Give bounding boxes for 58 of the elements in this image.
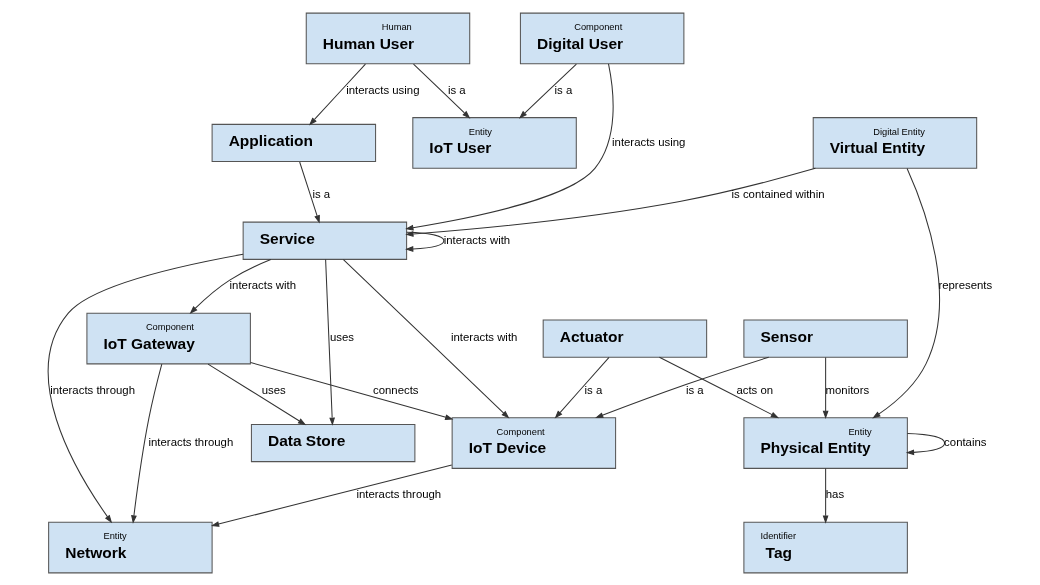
node-box: Identifier Tag (743, 521, 908, 573)
arrow (413, 63, 471, 119)
arrow (325, 258, 336, 426)
edge-label: represents (938, 278, 993, 291)
node-box: Sensor (743, 318, 908, 358)
node-box: Application (211, 123, 377, 162)
node-box: Data Store (250, 423, 416, 462)
edge-label: is a (447, 83, 466, 96)
edge-label: interacts with (443, 233, 511, 246)
node-box: Digital Entity Virtual Entity (812, 116, 978, 169)
edge-label: interacts through (50, 383, 135, 396)
node-box: Component Digital User (519, 12, 685, 64)
edge-label: monitors (825, 383, 870, 396)
arrow (519, 63, 577, 119)
arrow (658, 356, 780, 418)
arrow (342, 258, 510, 419)
edge-label: acts on (736, 383, 774, 396)
arrow (405, 231, 445, 252)
edge-label: interacts using (612, 135, 686, 148)
node-box: Service (242, 221, 408, 260)
arrow (405, 62, 614, 231)
node-box: Actuator (542, 318, 708, 358)
arrow (131, 363, 163, 524)
edge-label: interacts through (148, 435, 234, 448)
arrow (210, 463, 453, 527)
node-box: Human Human User (305, 12, 471, 64)
node-box: Component IoT Gateway (86, 312, 251, 364)
arrow (299, 161, 320, 224)
node-box: Entity IoT User (412, 116, 577, 169)
arrow (822, 467, 829, 524)
edge-label: contains (944, 435, 987, 448)
edge-label: connects (372, 383, 419, 396)
arrow (189, 258, 272, 314)
arrow (872, 167, 940, 418)
edge-label: interacts with (229, 278, 296, 291)
node-box: Entity Network (48, 521, 213, 573)
edge-label: is contained within (731, 187, 825, 200)
edge-label: interacts through (356, 487, 442, 500)
arrow (207, 363, 307, 425)
edge-label: uses (261, 383, 286, 396)
arrow (308, 63, 366, 125)
edge-label: is a (312, 187, 331, 200)
arrow (554, 356, 610, 419)
edge-label: is a (584, 383, 603, 396)
arrow (405, 167, 816, 237)
edge-label: is a (685, 383, 704, 396)
node-box: Component IoT Device (451, 416, 617, 469)
arrow (250, 361, 454, 420)
edge-label: uses (329, 330, 354, 343)
edge-label: interacts using (346, 83, 420, 96)
arrow (822, 356, 829, 419)
node-box: Entity Physical Entity (743, 416, 908, 469)
edge-label: has (825, 487, 845, 500)
arrow (595, 356, 770, 418)
arrow (47, 253, 244, 523)
arrow (905, 432, 946, 455)
edge-label: interacts with (451, 330, 518, 343)
edge-label: is a (554, 83, 573, 96)
